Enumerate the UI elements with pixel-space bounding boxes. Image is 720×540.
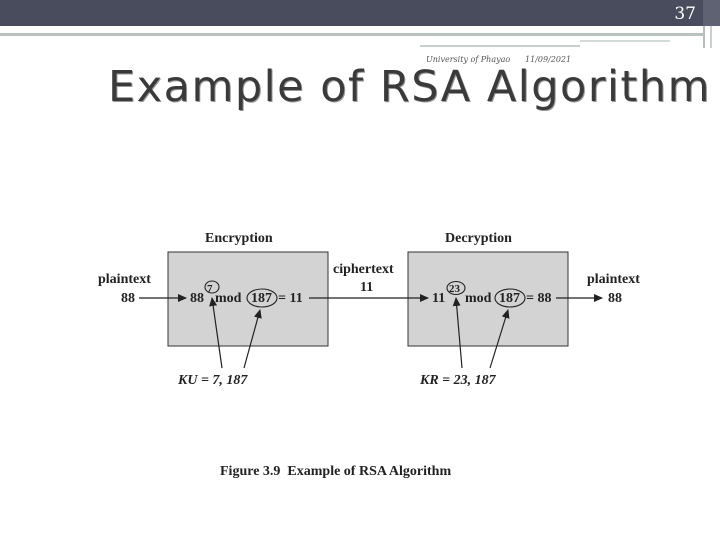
private-key-arrow-modulus <box>489 309 510 369</box>
page-number: 37 <box>674 4 696 24</box>
dec-exponent-circle <box>446 280 466 296</box>
public-key-arrow-modulus <box>243 309 262 369</box>
header-bar-accent <box>703 0 720 26</box>
private-key-label: KR = 23, 187 <box>419 373 497 388</box>
decryption-box <box>407 251 569 347</box>
enc-base: 88 <box>190 291 204 306</box>
private-key-arrow-exponent <box>452 297 463 369</box>
side-rail <box>710 26 712 48</box>
header-bar <box>0 0 703 26</box>
plaintext-out-label: plaintext <box>587 272 640 287</box>
side-rail <box>703 26 705 48</box>
dec-base: 11 <box>432 291 445 306</box>
plaintext-in-label: plaintext <box>98 272 151 287</box>
enc-modulus: 187 <box>251 291 272 306</box>
enc-exponent-circle <box>204 280 220 294</box>
public-key-label: KU = 7, 187 <box>177 373 248 388</box>
dec-exponent: 23 <box>449 283 461 295</box>
dec-result: = 88 <box>526 291 551 306</box>
header-rule <box>0 33 703 36</box>
public-key-arrow-exponent <box>209 297 223 369</box>
enc-modulus-circle <box>246 288 278 308</box>
enc-result: = 11 <box>278 291 303 306</box>
enc-exponent: 7 <box>207 283 213 295</box>
ciphertext-value: 11 <box>360 280 373 295</box>
dec-modulus-circle <box>494 288 526 308</box>
header-rule-short <box>420 45 580 47</box>
dec-modulus: 187 <box>499 291 520 306</box>
plaintext-out-value: 88 <box>608 291 622 306</box>
header-rule-right <box>580 40 670 42</box>
slide-title: Example of RSA Algorithm <box>108 62 711 112</box>
encryption-box <box>167 251 329 347</box>
enc-mod-text: mod <box>215 291 242 306</box>
decryption-heading: Decryption <box>445 231 512 246</box>
ciphertext-label: ciphertext <box>333 262 394 277</box>
figure-caption: Figure 3.9 Example of RSA Algorithm <box>220 464 451 479</box>
university-label: University of Phayao <box>426 55 511 64</box>
date-label: 11/09/2021 <box>525 55 572 64</box>
plaintext-in-value: 88 <box>121 291 135 306</box>
encryption-heading: Encryption <box>205 231 273 246</box>
dec-mod-text: mod <box>465 291 492 306</box>
